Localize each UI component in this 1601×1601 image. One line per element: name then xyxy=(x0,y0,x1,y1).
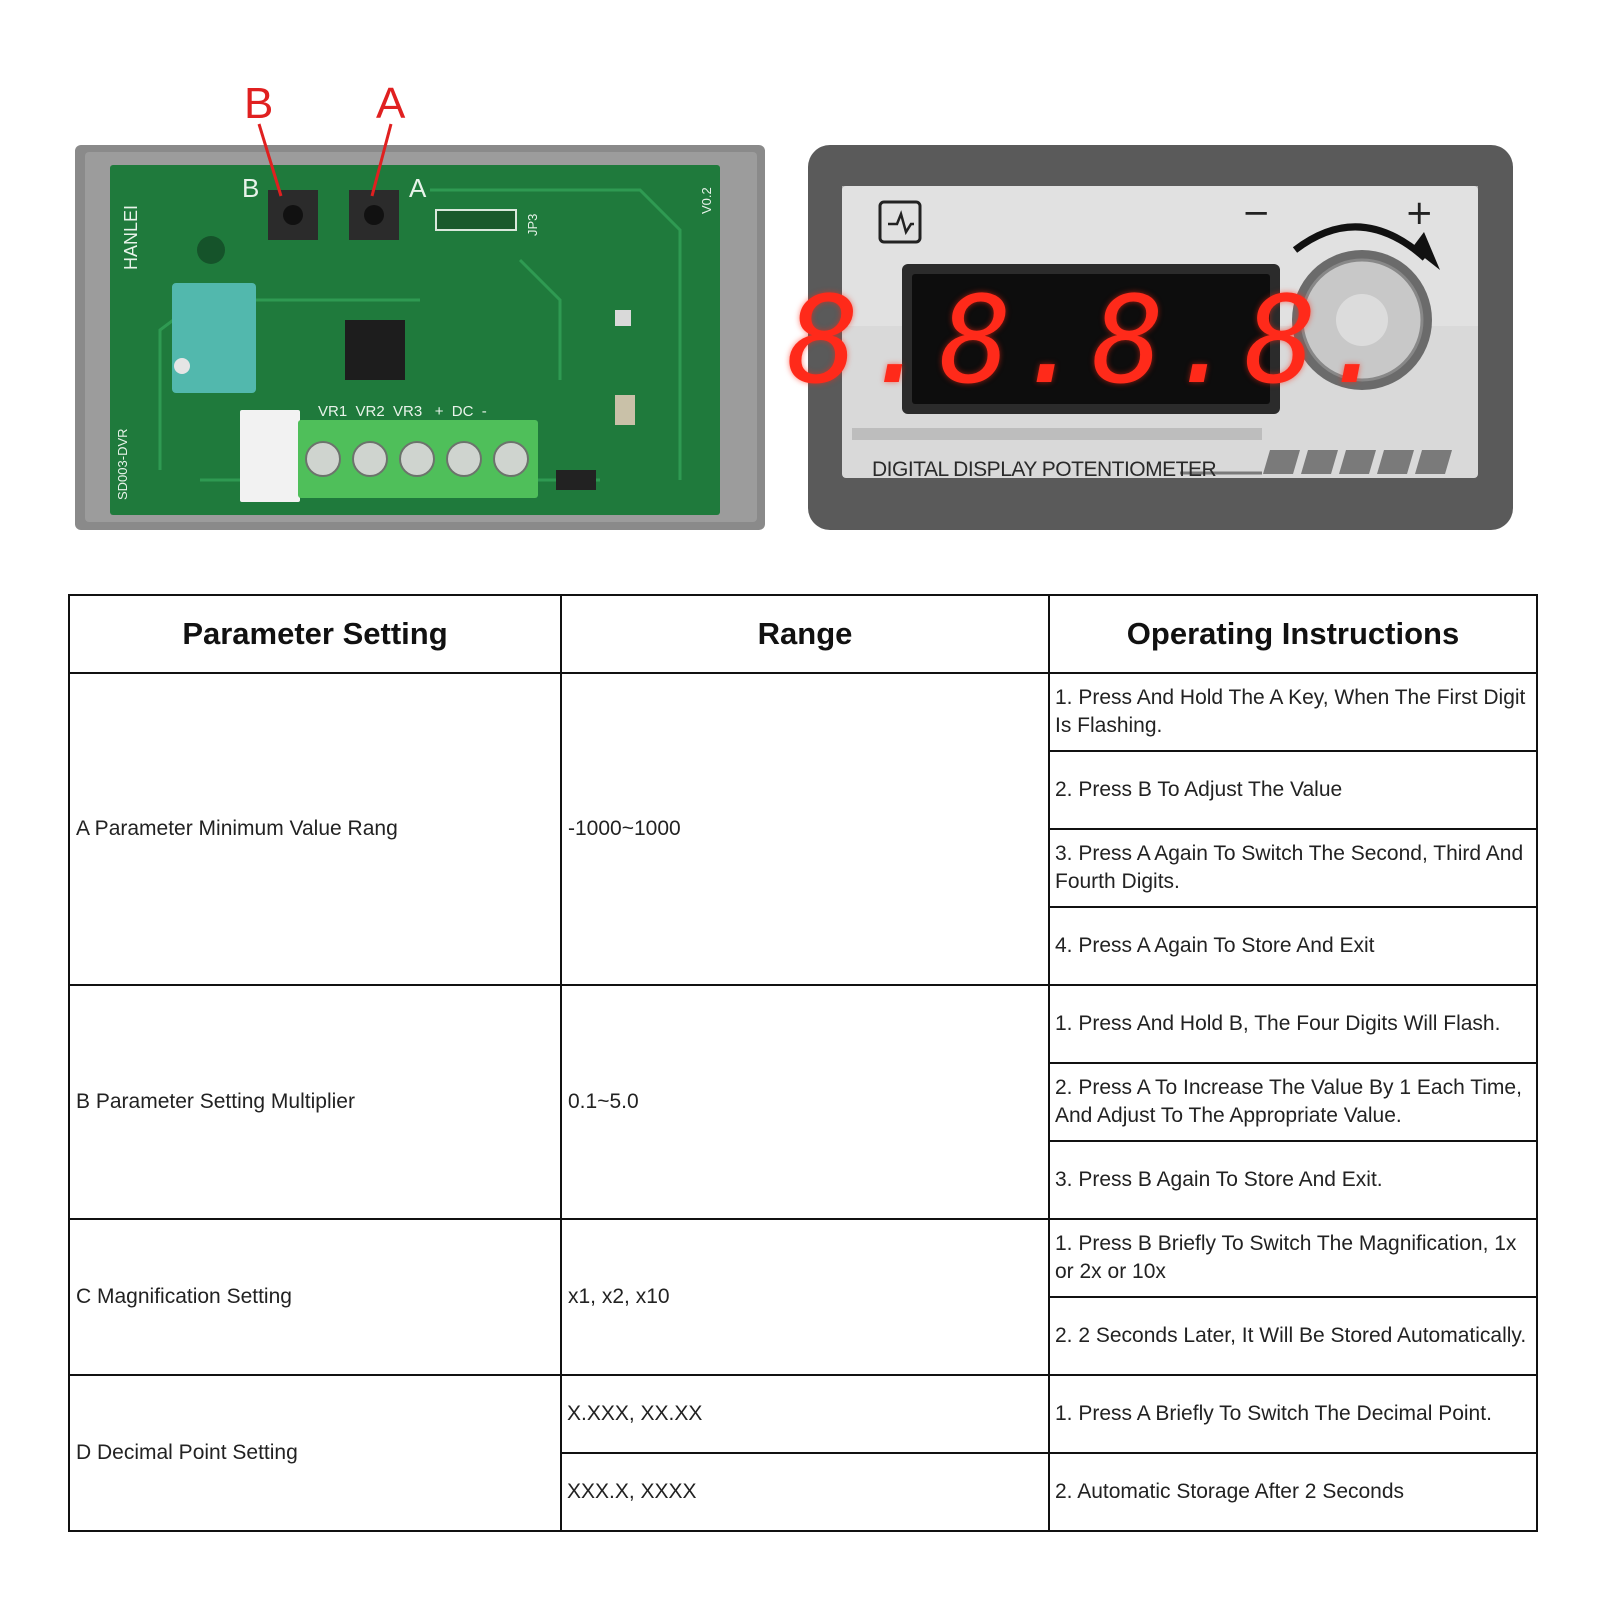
table-row: B Parameter Setting Multiplier 0.1~5.0 1… xyxy=(68,984,1538,1220)
table-row: 4. Press A Again To Store And Exit xyxy=(69,906,1538,986)
instruction-cell: 4. Press A Again To Store And Exit xyxy=(1048,906,1538,986)
instruction-cell: 3. Press A Again To Switch The Second, T… xyxy=(1048,828,1538,908)
header-parameter: Parameter Setting xyxy=(68,594,562,674)
silk-label-b: B xyxy=(242,173,260,203)
range-cell: 0.1~5.0 xyxy=(560,984,1050,1220)
brand-silkscreen: HANLEI xyxy=(121,204,141,270)
ic-chip xyxy=(345,320,405,380)
version-silkscreen: V0.2 xyxy=(699,187,714,214)
panel-logo-icon xyxy=(878,200,922,244)
header-instructions: Operating Instructions xyxy=(1048,594,1538,674)
led-digits: 8.8.8.8. xyxy=(787,271,1397,411)
instruction-cell: 2. 2 Seconds Later, It Will Be Stored Au… xyxy=(1048,1296,1538,1376)
table-row: 3. Press A Again To Switch The Second, T… xyxy=(69,828,1538,908)
label-a: A xyxy=(376,79,406,128)
instruction-cell: 2. Automatic Storage After 2 Seconds xyxy=(1048,1452,1538,1532)
table-header-row: Parameter Setting Range Operating Instru… xyxy=(68,594,1538,674)
table-row: 2. Press A To Increase The Value By 1 Ea… xyxy=(69,1062,1538,1142)
jp3-silkscreen: JP3 xyxy=(525,213,540,236)
trimmer-potentiometer xyxy=(172,283,256,393)
minus-sign: − xyxy=(1242,193,1271,233)
parameter-cell: B Parameter Setting Multiplier xyxy=(68,984,562,1220)
range-cell: XXX.X, XXXX xyxy=(560,1452,1050,1532)
pcb-photo xyxy=(75,123,765,530)
label-b: B xyxy=(244,79,274,128)
parameter-cell: A Parameter Minimum Value Rang xyxy=(68,672,562,986)
range-cell: X.XXX, XX.XX xyxy=(560,1374,1050,1454)
table-row: 3. Press B Again To Store And Exit. xyxy=(69,1140,1538,1220)
parameter-table: Parameter Setting Range Operating Instru… xyxy=(68,594,1538,1532)
range-cell: -1000~1000 xyxy=(560,672,1050,986)
model-silkscreen: SD003-DVR xyxy=(115,428,130,500)
plus-sign: + xyxy=(1405,193,1434,233)
header-range: Range xyxy=(560,594,1050,674)
instruction-cell: 1. Press A Briefly To Switch The Decimal… xyxy=(1048,1374,1538,1454)
instruction-cell: 2. Press B To Adjust The Value xyxy=(1048,750,1538,830)
table-row: 2. Press B To Adjust The Value xyxy=(69,750,1538,830)
instruction-cell: 1. Press And Hold The A Key, When The Fi… xyxy=(1048,672,1538,752)
silk-label-a: A xyxy=(409,173,427,203)
instruction-cell: 1. Press B Briefly To Switch The Magnifi… xyxy=(1048,1218,1538,1298)
table-row: C Magnification Setting x1, x2, x10 1. P… xyxy=(68,1218,1538,1376)
photo-illustrations xyxy=(75,123,1513,530)
rotation-arrow-icon xyxy=(1292,223,1428,261)
led-display-window xyxy=(912,274,1270,404)
front-panel-photo xyxy=(808,145,1513,530)
parameter-cell: C Magnification Setting xyxy=(68,1218,562,1376)
instruction-cell: 3. Press B Again To Store And Exit. xyxy=(1048,1140,1538,1220)
terminal-silkscreen: VR1 VR2 VR3 + DC - xyxy=(318,403,487,420)
parameter-cell: D Decimal Point Setting xyxy=(68,1374,562,1532)
table-row: XXX.X, XXXX 2. Automatic Storage After 2… xyxy=(69,1452,1538,1532)
table-row: D Decimal Point Setting X.XXX, XX.XX 1. … xyxy=(68,1374,1538,1532)
table-row: A Parameter Minimum Value Rang -1000~100… xyxy=(68,672,1538,986)
instruction-cell: 1. Press And Hold B, The Four Digits Wil… xyxy=(1048,984,1538,1064)
product-photos: B A B A HANLEI SD003-DVR V0.2 JP3 VR1 VR… xyxy=(0,0,1601,560)
white-connector xyxy=(240,410,300,502)
range-cell: x1, x2, x10 xyxy=(560,1218,1050,1376)
device-title: DIGITAL DISPLAY POTENTIOMETER xyxy=(872,458,1217,481)
table-row: 2. 2 Seconds Later, It Will Be Stored Au… xyxy=(69,1296,1538,1376)
instruction-cell: 2. Press A To Increase The Value By 1 Ea… xyxy=(1048,1062,1538,1142)
